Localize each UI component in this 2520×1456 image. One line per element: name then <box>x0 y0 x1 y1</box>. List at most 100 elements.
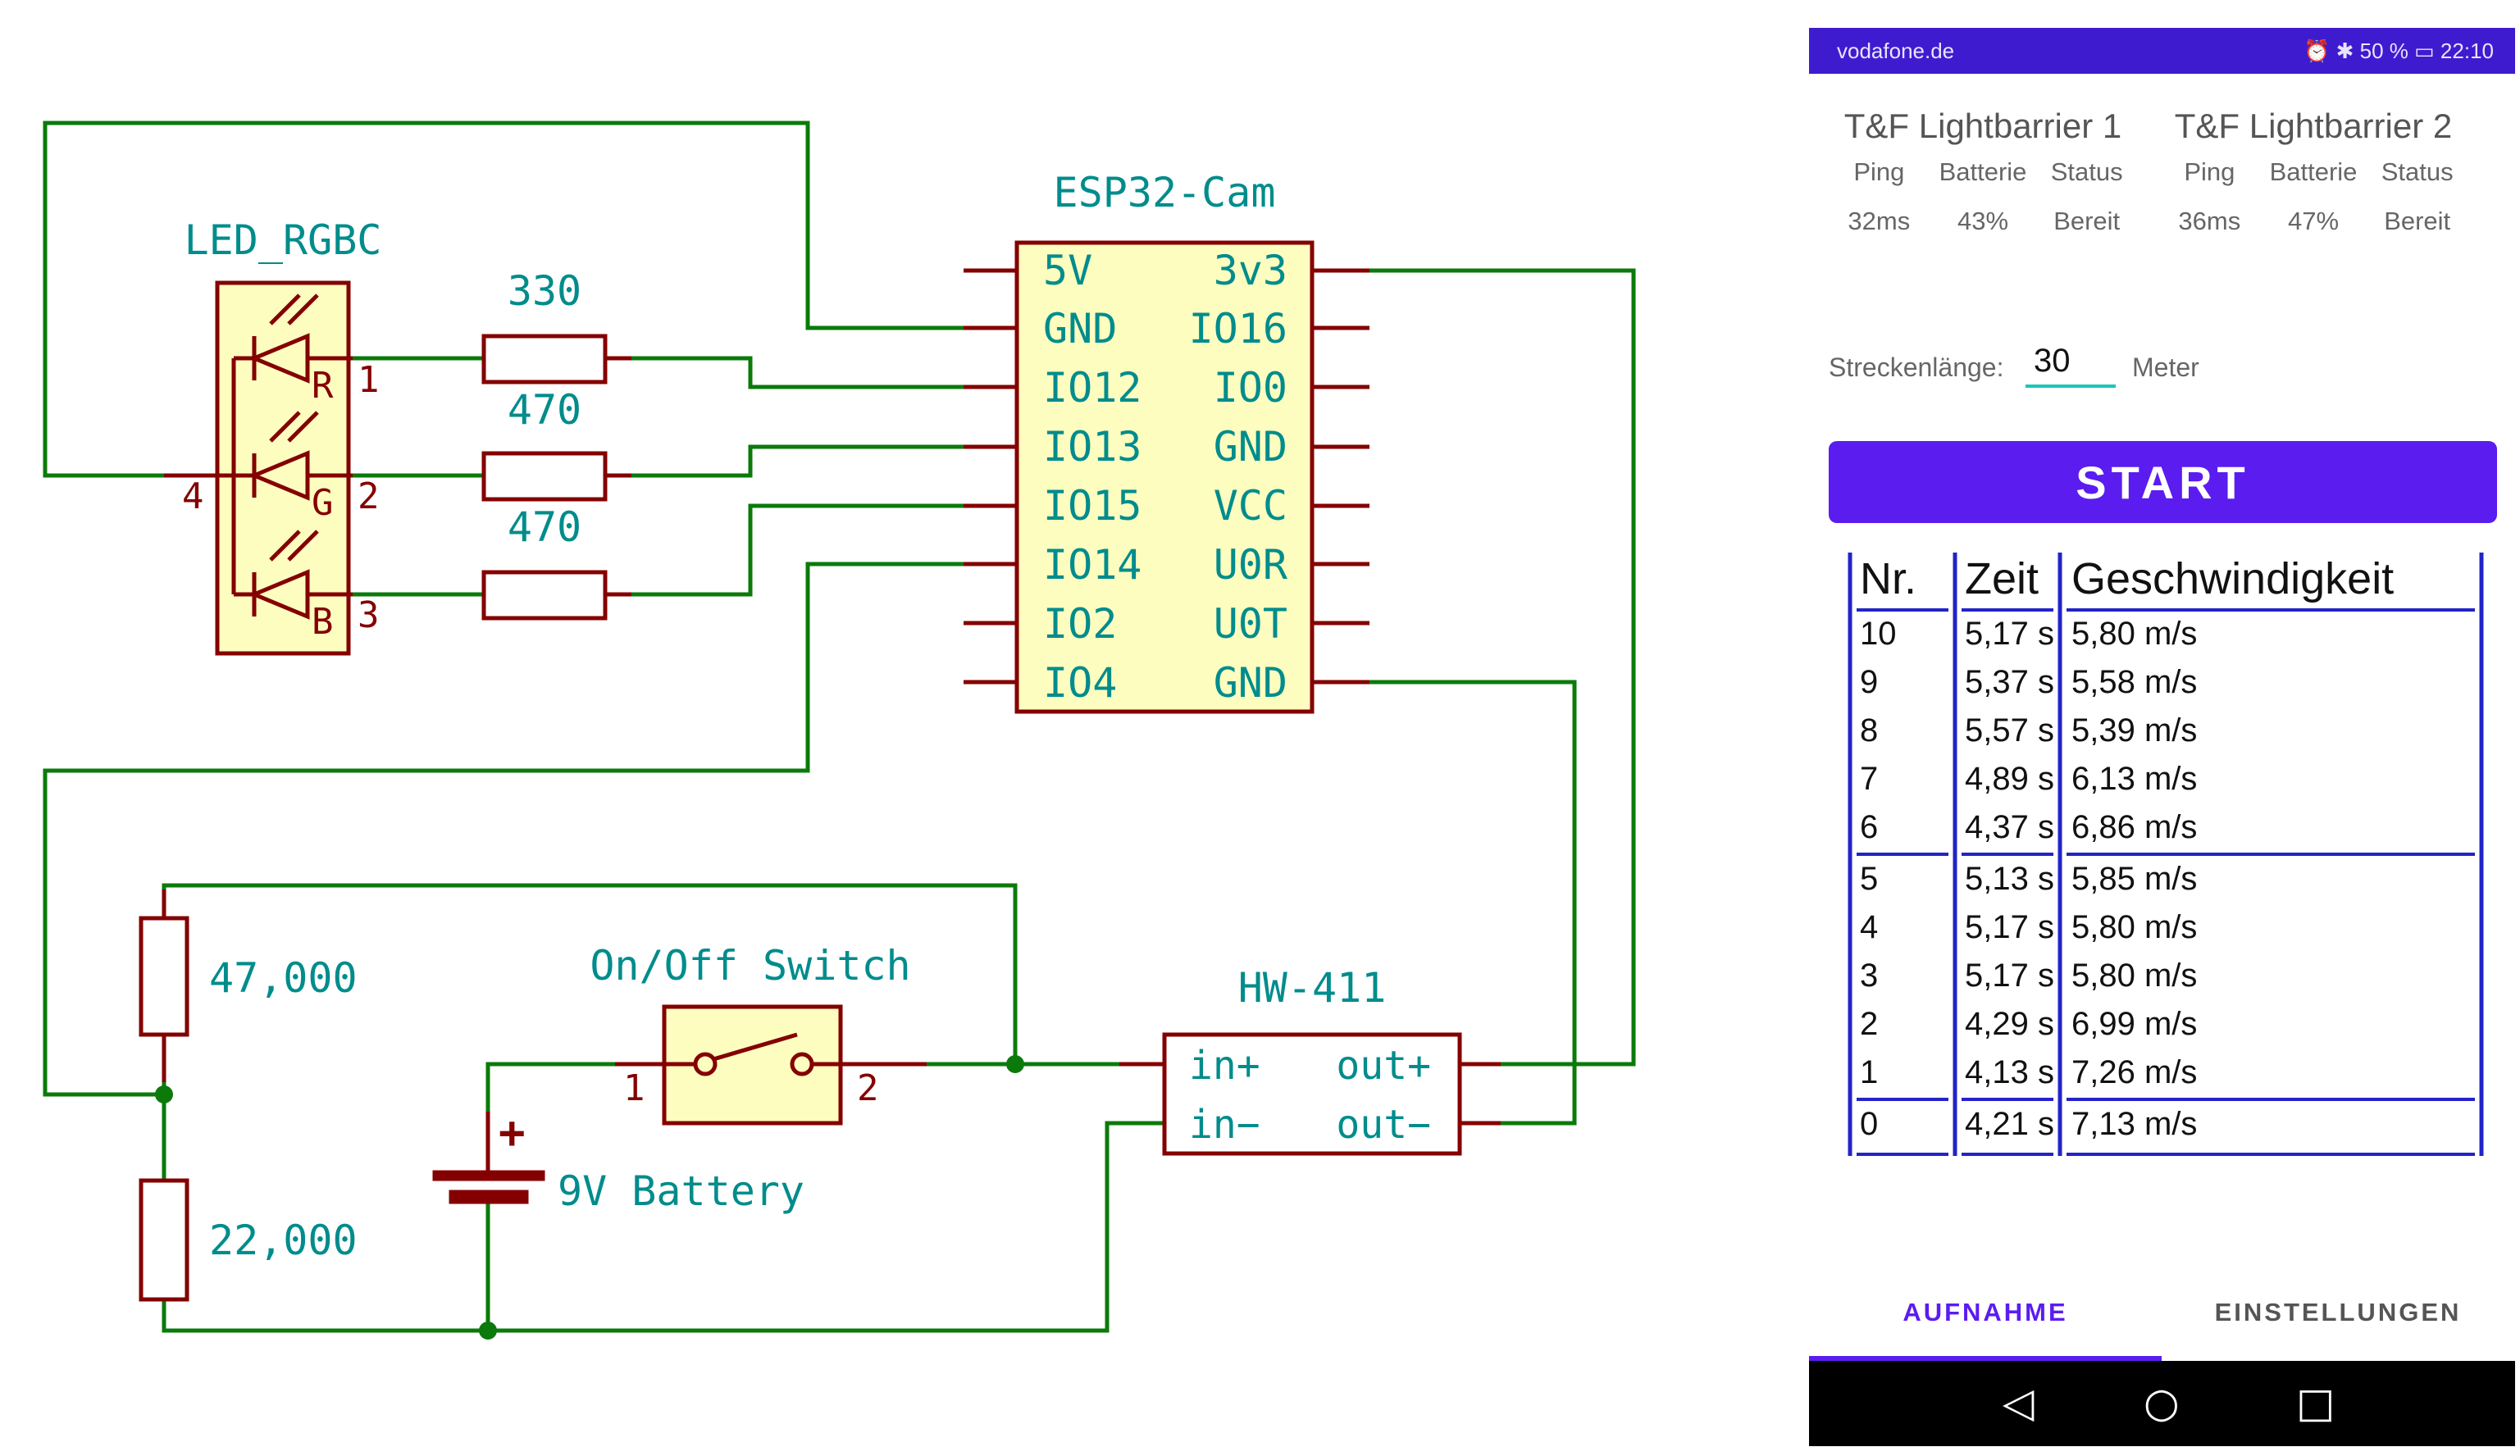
table-cell: 4,29 s <box>1965 1006 2054 1042</box>
route-length-label: Streckenlänge: <box>1829 353 2004 382</box>
battery-label: 9V Battery <box>558 1167 804 1215</box>
table-cell: 5,80 m/s <box>2071 909 2197 945</box>
table-cell: 5,17 s <box>1965 909 2054 945</box>
resistor-red-value: 330 <box>508 267 581 315</box>
recents-icon[interactable]: □ <box>2296 1379 2335 1426</box>
table-cell: 5,39 m/s <box>2071 712 2197 748</box>
hw411-module: HW-411 in+ out+ in− out− <box>1119 964 1501 1156</box>
lightbarrier-1-name: T&F Lightbarrier 1 <box>1843 107 2122 145</box>
carrier-label: vodafone.de <box>1837 39 1955 63</box>
esp-pin-right-8: GND <box>1214 659 1287 707</box>
led-pin-2: 2 <box>358 475 380 517</box>
hw411-in-minus: in− <box>1189 1102 1260 1148</box>
led-pin-1: 1 <box>358 359 380 401</box>
table-cell: 6,86 m/s <box>2071 809 2197 845</box>
esp-pin-left-1: 5V <box>1043 247 1092 294</box>
lb2-header-battery: Batterie <box>2269 157 2358 186</box>
table-cell: 5,13 s <box>1965 861 2054 897</box>
route-length-input[interactable]: 30 <box>2026 343 2116 388</box>
table-cell: 5,37 s <box>1965 664 2054 700</box>
hw411-out-minus: out− <box>1336 1102 1431 1148</box>
resistor-bottom-value: 22,000 <box>209 1217 358 1264</box>
led-resistors: 330 470 470 <box>481 267 631 621</box>
esp-pin-left-4: IO13 <box>1043 423 1142 471</box>
hw411-out-plus: out+ <box>1336 1043 1431 1089</box>
switch-pin-1: 1 <box>623 1067 645 1109</box>
table-cell: 4,89 s <box>1965 761 2054 797</box>
table-cell: 5,58 m/s <box>2071 664 2197 700</box>
esp-pin-left-5: IO15 <box>1043 482 1142 530</box>
esp-pin-left-7: IO2 <box>1043 600 1117 648</box>
table-cell: 0 <box>1860 1106 1878 1142</box>
lb2-ping: 36ms <box>2178 207 2241 235</box>
table-cell: 8 <box>1860 712 1878 748</box>
lb1-status: Bereit <box>2053 207 2121 235</box>
start-button[interactable]: START <box>1829 441 2497 523</box>
esp-pin-right-2: IO16 <box>1189 305 1287 353</box>
esp-pin-right-4: GND <box>1214 423 1287 471</box>
table-cell: 4 <box>1860 909 1878 945</box>
voltage-divider: 47,000 22,000 <box>139 890 358 1302</box>
esp-pin-left-6: IO14 <box>1043 541 1142 589</box>
table-cell: 5,80 m/s <box>2071 958 2197 994</box>
table-cell: 6 <box>1860 809 1878 845</box>
wire-junctions <box>155 1055 1024 1340</box>
phone-screen: vodafone.de ⏰ ✱ 50 % ▭ 22:10 T&F Lightba… <box>1809 0 2520 1456</box>
resistor-blue-value: 470 <box>508 503 581 551</box>
table-header: Zeit <box>1965 554 2039 603</box>
table-frame <box>1848 553 2484 1156</box>
table-cell: 7 <box>1860 761 1878 797</box>
switch-pin-2: 2 <box>857 1067 879 1109</box>
table-cell: 1 <box>1860 1054 1878 1090</box>
esp32-title: ESP32-Cam <box>1054 169 1276 216</box>
lb1-header-status: Status <box>2050 157 2123 186</box>
lightbarrier-2-panel: T&F Lightbarrier 2 Ping Batterie Status … <box>2158 107 2469 236</box>
table-cell: 5,85 m/s <box>2071 861 2197 897</box>
lb1-battery: 43% <box>1957 207 2009 235</box>
table-cell: 5,80 m/s <box>2071 616 2197 652</box>
tab-aufnahme[interactable]: AUFNAHME <box>1809 1279 2162 1361</box>
table-cell: 7,13 m/s <box>2071 1106 2197 1142</box>
table-cell: 4,37 s <box>1965 809 2054 845</box>
table-header: Nr. <box>1860 554 1916 603</box>
table-cell: 5,17 s <box>1965 958 2054 994</box>
table-cell: 5 <box>1860 861 1878 897</box>
tab-einstellungen[interactable]: EINSTELLUNGEN <box>2214 1298 2462 1326</box>
table-cell: 6,13 m/s <box>2071 761 2197 797</box>
route-length-row: Streckenlänge: 30 Meter <box>1829 343 2199 388</box>
bottom-tabs: AUFNAHME EINSTELLUNGEN <box>1809 1279 2515 1361</box>
lb2-header-status: Status <box>2381 157 2454 186</box>
led-title: LED_RGBC <box>185 216 382 264</box>
esp-pin-right-5: VCC <box>1214 482 1287 530</box>
led-color-b: B <box>312 601 334 643</box>
table-cell: 4,13 s <box>1965 1054 2054 1090</box>
table-cell: 5,17 s <box>1965 616 2054 652</box>
lb2-status: Bereit <box>2384 207 2451 235</box>
lb1-ping: 32ms <box>1848 207 1911 235</box>
esp-pin-right-3: IO0 <box>1214 364 1287 412</box>
table-cell: 9 <box>1860 664 1878 700</box>
resistor-top-value: 47,000 <box>209 954 358 1002</box>
esp-pin-left-2: GND <box>1043 305 1117 353</box>
home-icon[interactable]: ○ <box>2144 1379 2180 1426</box>
led-color-r: R <box>312 365 334 407</box>
table-cell: 7,26 m/s <box>2071 1054 2197 1090</box>
switch-title: On/Off Switch <box>590 942 910 990</box>
lightbarrier-2-name: T&F Lightbarrier 2 <box>2174 107 2453 145</box>
circuit-schematic: ESP32-Cam 5V GND IO12 IO13 IO15 IO14 IO2… <box>43 121 1636 1340</box>
table-cell: 5,57 s <box>1965 712 2054 748</box>
lightbarrier-1-panel: T&F Lightbarrier 1 Ping Batterie Status … <box>1827 107 2139 236</box>
status-bar: vodafone.de ⏰ ✱ 50 % ▭ 22:10 <box>1809 28 2515 74</box>
back-icon[interactable]: ◁ <box>2003 1379 2035 1426</box>
resistor-green-value: 470 <box>508 386 581 434</box>
table-header: Geschwindigkeit <box>2071 554 2394 603</box>
table-cell: 10 <box>1860 616 1897 652</box>
esp-pin-right-1: 3v3 <box>1214 247 1287 294</box>
android-nav-bar: ◁ ○ □ <box>1809 1361 2515 1446</box>
led-pin-3: 3 <box>358 594 380 636</box>
status-right: ⏰ ✱ 50 % ▭ 22:10 <box>2304 39 2494 63</box>
hw411-in-plus: in+ <box>1189 1043 1260 1089</box>
route-length-unit: Meter <box>2132 353 2199 382</box>
battery-plus: + <box>499 1107 526 1158</box>
